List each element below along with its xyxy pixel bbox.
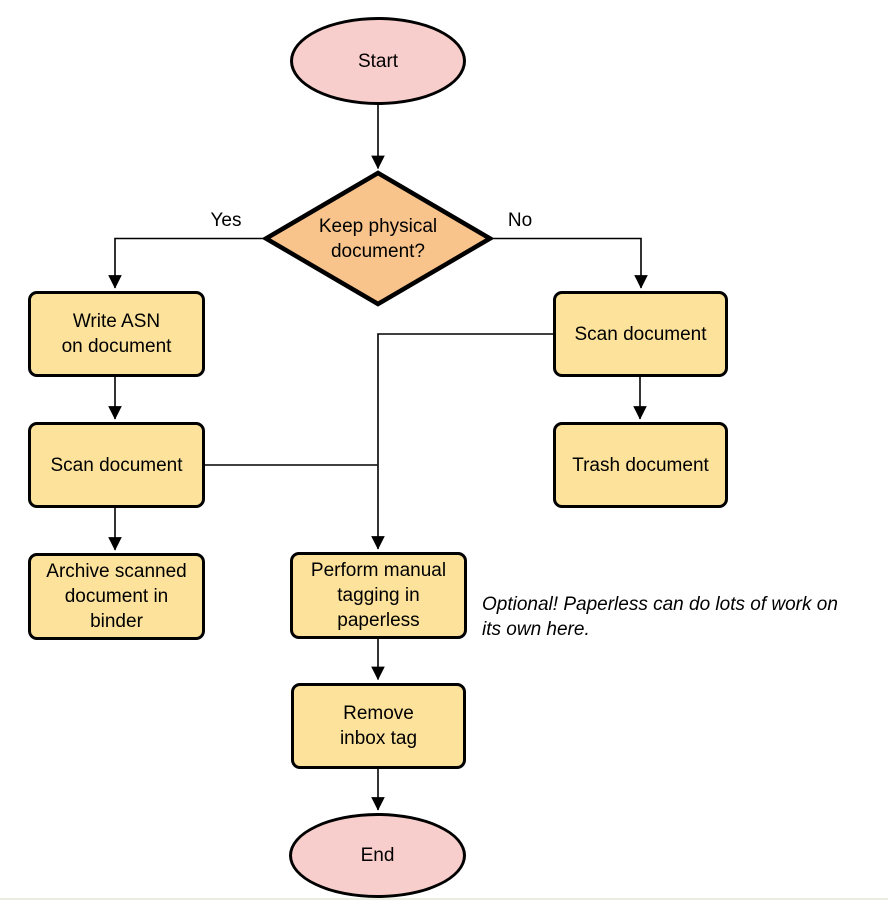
node-scan-left: Scan document [28,422,205,508]
node-write-asn: Write ASN on document [28,291,205,377]
edge-label-no: No [507,210,533,231]
node-scan-right: Scan document [553,291,728,377]
node-tagging: Perform manual tagging in paperless [290,552,467,639]
node-end: End [289,813,466,898]
page-divider-line [0,898,888,900]
edge-label-yes: Yes [210,210,242,231]
edge-decision-to-write-asn [108,237,265,289]
note-optional-text: Optional! Paperless can do lots of work … [482,594,838,640]
node-archive: Archive scanned document in binder [28,553,205,640]
decision-diamond-icon [263,170,493,307]
edge-decision-to-scan-right [490,237,648,289]
node-start: Start [290,17,466,105]
node-decision-label: Keep physical document? [318,215,438,262]
node-remove-inbox: Remove inbox tag [291,683,466,769]
node-trash: Trash document [553,422,728,508]
node-decision: Keep physical document? [263,170,493,307]
edge-scan-right-to-tagging [371,333,553,550]
